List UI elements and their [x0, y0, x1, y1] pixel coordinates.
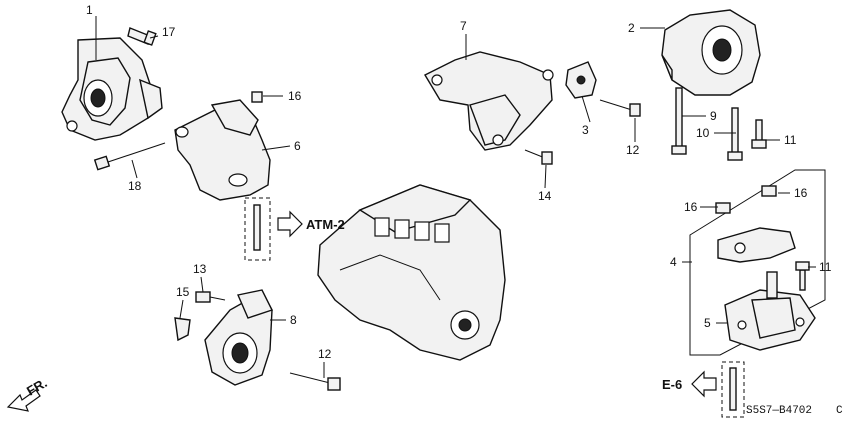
mount-bracket-7 [424, 51, 554, 151]
callout-6: 6 [294, 139, 301, 153]
mount-bracket-1 [61, 37, 163, 141]
callout-16-right: 16 [794, 186, 808, 200]
mount-bracket-8 [204, 289, 273, 386]
mount-rubber-5 [724, 271, 816, 351]
upper-bracket-4 [717, 227, 796, 263]
callout-8: 8 [290, 313, 297, 327]
nut-16-left [715, 202, 731, 214]
callout-15: 15 [176, 285, 190, 299]
stud-e6-dashed [721, 361, 745, 418]
bolt-12-bottom [289, 372, 341, 391]
callout-3: 3 [582, 123, 589, 137]
assembly-4-outline [689, 169, 826, 356]
bolt-11-top [751, 119, 767, 149]
bolt-9 [671, 87, 687, 155]
callout-17: 17 [162, 25, 176, 39]
atm-arrow [277, 210, 303, 238]
bolt-10 [727, 107, 743, 161]
front-label: FR. [24, 375, 50, 398]
e6-arrow [691, 370, 717, 398]
mount-rubber-2 [661, 9, 761, 96]
mount-bracket-6 [174, 91, 271, 201]
callout-10: 10 [696, 126, 710, 140]
callout-12-bottom: 12 [318, 347, 332, 361]
callout-14: 14 [538, 189, 552, 203]
callout-1: 1 [86, 3, 93, 17]
callout-4: 4 [670, 255, 677, 269]
bolt-11-right [795, 261, 810, 291]
nut-16-right [761, 185, 777, 197]
callout-16: 16 [288, 89, 302, 103]
bolt-14 [524, 149, 553, 165]
callout-9: 9 [710, 109, 717, 123]
callout-2: 2 [628, 21, 635, 35]
callout-13: 13 [193, 262, 207, 276]
callout-16-left: 16 [684, 200, 698, 214]
clip-3 [565, 61, 597, 99]
callout-11-top: 11 [784, 133, 797, 147]
diagram-code: S5S7—B4702 [746, 405, 812, 417]
callout-7: 7 [460, 19, 467, 33]
callout-5: 5 [704, 316, 711, 330]
stud-6-dashed [244, 197, 271, 261]
bolt-18 [93, 142, 166, 171]
leader-lines [95, 16, 816, 378]
bolt-12-top [599, 99, 641, 117]
bolt-17 [127, 27, 157, 46]
e-6-reference: E-6 [662, 377, 682, 392]
engine-block [317, 184, 506, 361]
atm-2-reference: ATM-2 [306, 217, 345, 232]
front-direction-arrow [6, 389, 41, 412]
callout-18: 18 [128, 179, 142, 193]
bolt-13 [195, 291, 226, 303]
clip-15 [174, 317, 191, 342]
diagram-code-suffix: C [836, 405, 843, 417]
callout-12-top: 12 [626, 143, 640, 157]
callout-11-right: 11 [819, 260, 832, 274]
